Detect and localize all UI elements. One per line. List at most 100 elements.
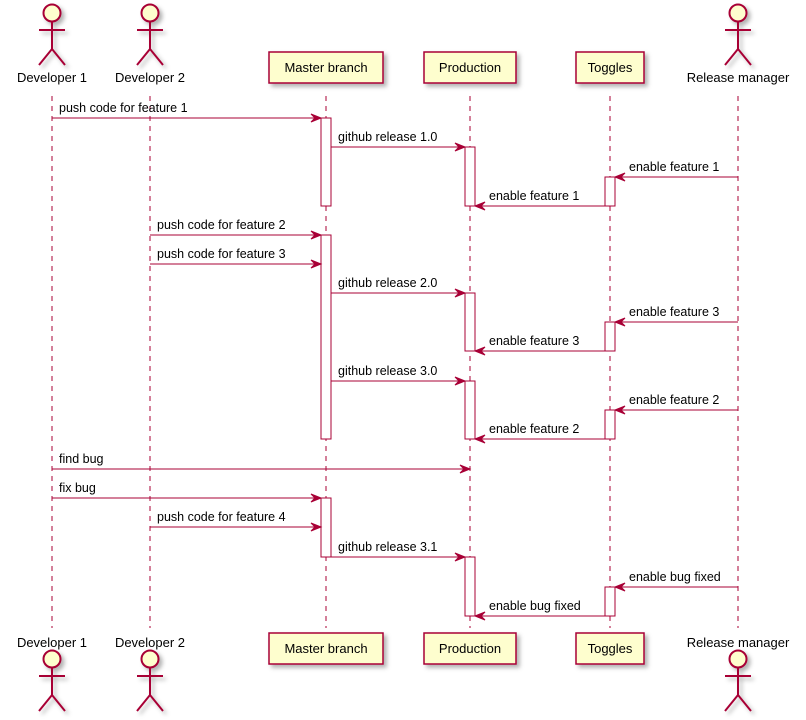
activation-bar (604, 176, 616, 207)
arrow-head-icon (613, 172, 626, 182)
message-label: github release 3.0 (338, 364, 437, 378)
message-label: push code for feature 1 (59, 101, 188, 115)
message-label: enable feature 2 (629, 393, 719, 407)
actor-label: Developer 2 (115, 70, 185, 85)
message-18: enable bug fixed (473, 599, 605, 621)
participant-label: Master branch (284, 641, 367, 656)
message-10: github release 3.0 (331, 364, 467, 386)
message-label: enable feature 3 (489, 334, 579, 348)
arrow-head-icon (454, 376, 467, 386)
actor-icon (38, 649, 66, 712)
message-9: enable feature 3 (473, 334, 605, 356)
message-label: enable feature 1 (489, 189, 579, 203)
actor-icon (136, 3, 164, 66)
arrow-head-icon (310, 493, 323, 503)
arrow-head-icon (459, 464, 472, 474)
message-14: fix bug (52, 481, 323, 503)
participant-toggles-bottom: Toggles (575, 632, 645, 665)
actor-icon (136, 649, 164, 712)
participant-label: Master branch (284, 60, 367, 75)
arrow-head-icon (454, 288, 467, 298)
participant-box (575, 632, 645, 665)
arrow-head-icon (310, 522, 323, 532)
actor-icon (38, 3, 66, 66)
message-label: enable bug fixed (489, 599, 581, 613)
actor-label: Developer 1 (17, 70, 87, 85)
message-label: find bug (59, 452, 104, 466)
activation-bar (604, 586, 616, 617)
actor-label: Developer 1 (17, 635, 87, 650)
participant-box (268, 51, 384, 84)
activation-bar (320, 117, 332, 207)
arrow-head-icon (473, 434, 486, 444)
message-label: push code for feature 3 (157, 247, 286, 261)
message-label: github release 3.1 (338, 540, 437, 554)
arrow-head-icon (310, 230, 323, 240)
participant-box (423, 632, 517, 665)
participant-label: Toggles (588, 641, 633, 656)
actor-label: Release manager (687, 635, 790, 650)
actor-dev2-bottom: Developer 2 (115, 635, 185, 712)
activation-bar (464, 380, 476, 440)
message-3: enable feature 1 (613, 160, 738, 182)
actor-icon (724, 3, 752, 66)
message-4: enable feature 1 (473, 189, 605, 211)
participant-box (575, 51, 645, 84)
activation-bar (604, 321, 616, 352)
message-5: push code for feature 2 (150, 218, 323, 240)
actor-relmgr-top: Release manager (687, 3, 790, 85)
message-8: enable feature 3 (613, 305, 738, 327)
message-label: push code for feature 4 (157, 510, 286, 524)
message-13: find bug (52, 452, 472, 474)
message-label: enable bug fixed (629, 570, 721, 584)
arrow-head-icon (473, 201, 486, 211)
message-11: enable feature 2 (613, 393, 738, 415)
message-label: github release 1.0 (338, 130, 437, 144)
actor-label: Developer 2 (115, 635, 185, 650)
arrow-head-icon (310, 259, 323, 269)
message-1: push code for feature 1 (52, 101, 323, 123)
arrow-head-icon (310, 113, 323, 123)
participant-prod-bottom: Production (423, 632, 517, 665)
participant-box (423, 51, 517, 84)
participant-label: Production (439, 60, 501, 75)
activation-bar (464, 556, 476, 617)
actor-dev1-top: Developer 1 (17, 3, 87, 85)
arrow-head-icon (613, 582, 626, 592)
participant-label: Toggles (588, 60, 633, 75)
participant-label: Production (439, 641, 501, 656)
message-label: fix bug (59, 481, 96, 495)
arrow-head-icon (613, 405, 626, 415)
message-label: enable feature 2 (489, 422, 579, 436)
message-16: github release 3.1 (331, 540, 467, 562)
message-2: github release 1.0 (331, 130, 467, 152)
participant-master-bottom: Master branch (268, 632, 384, 665)
arrow-head-icon (473, 611, 486, 621)
activation-bar (464, 146, 476, 207)
actor-icon (724, 649, 752, 712)
message-15: push code for feature 4 (150, 510, 323, 532)
message-label: enable feature 1 (629, 160, 719, 174)
arrow-head-icon (454, 552, 467, 562)
activation-bar (464, 292, 476, 352)
activation-bar (604, 409, 616, 440)
message-7: github release 2.0 (331, 276, 467, 298)
participant-box (268, 632, 384, 665)
message-label: github release 2.0 (338, 276, 437, 290)
activation-bar (320, 497, 332, 558)
participant-toggles-top: Toggles (575, 51, 645, 84)
participant-master-top: Master branch (268, 51, 384, 84)
message-6: push code for feature 3 (150, 247, 323, 269)
actor-dev2-top: Developer 2 (115, 3, 185, 85)
actor-dev1-bottom: Developer 1 (17, 635, 87, 712)
participant-prod-top: Production (423, 51, 517, 84)
message-17: enable bug fixed (613, 570, 738, 592)
arrow-head-icon (454, 142, 467, 152)
message-12: enable feature 2 (473, 422, 605, 444)
activation-bar (320, 234, 332, 440)
arrow-head-icon (613, 317, 626, 327)
arrow-head-icon (473, 346, 486, 356)
message-label: enable feature 3 (629, 305, 719, 319)
actor-relmgr-bottom: Release manager (687, 635, 790, 712)
